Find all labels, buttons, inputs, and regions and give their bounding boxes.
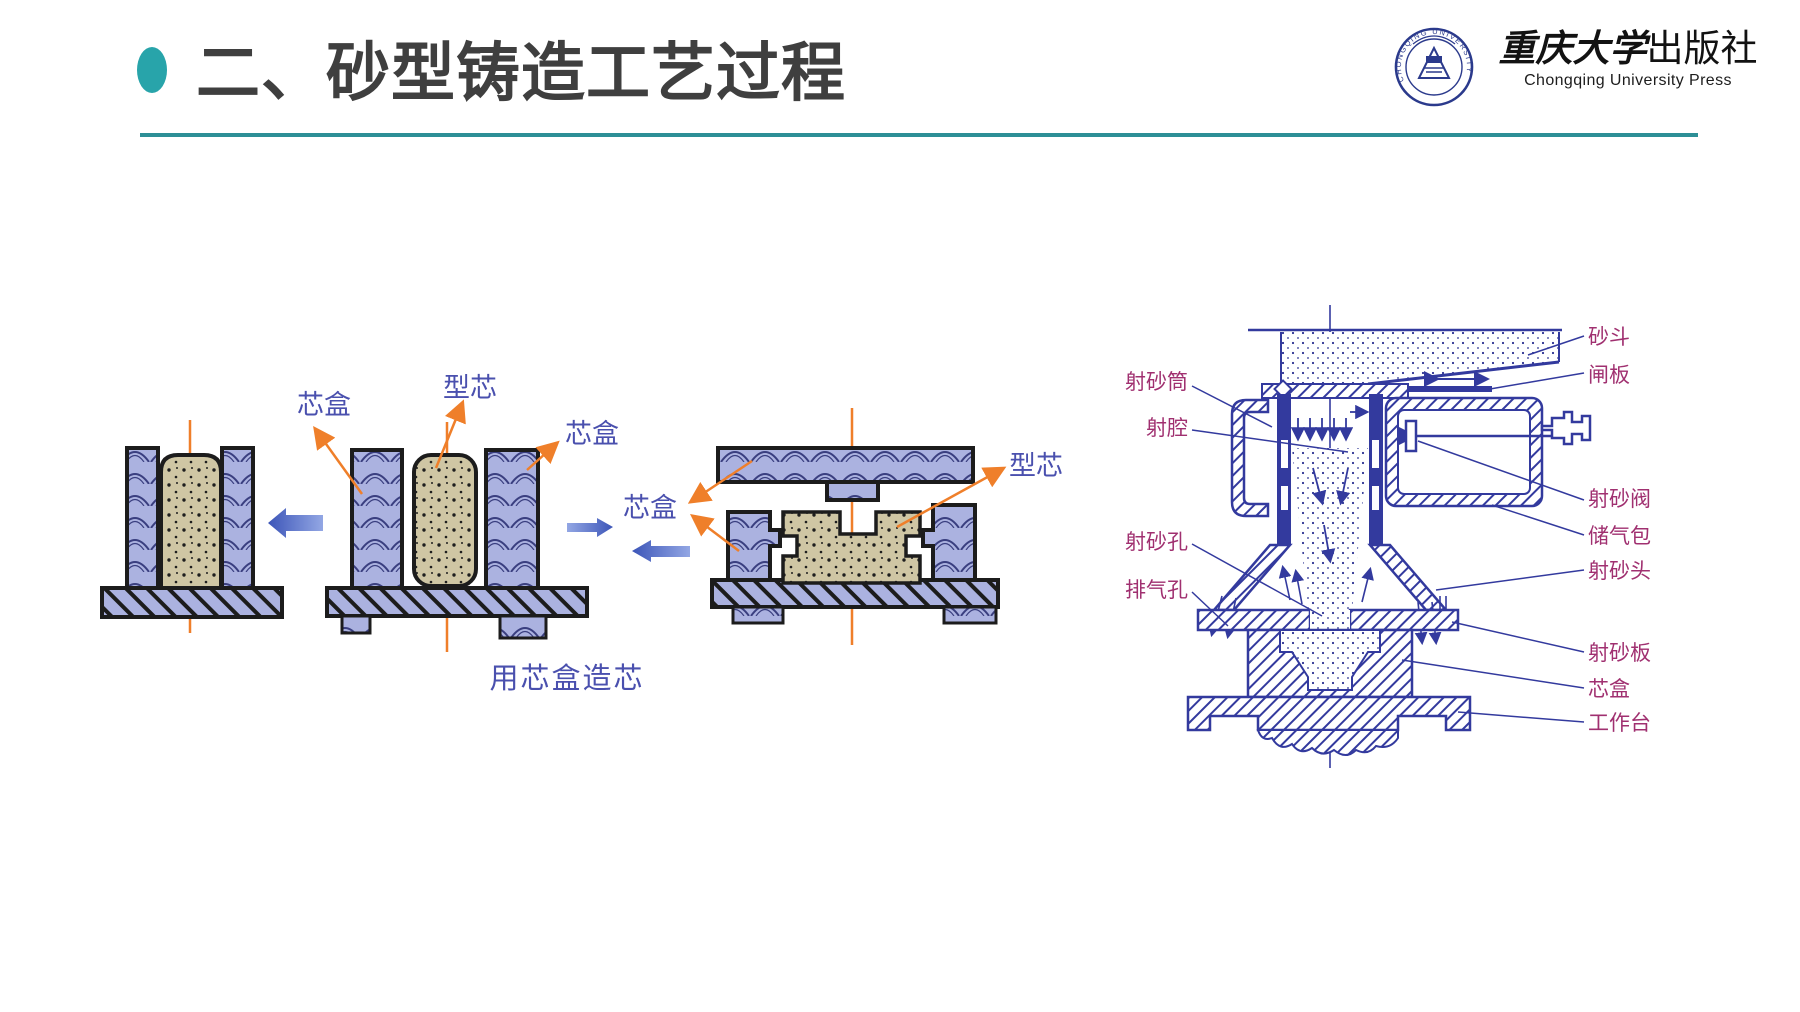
label-core-box-a: 芯盒 xyxy=(297,390,351,420)
leader-lines xyxy=(1191,335,1585,723)
label-shoot-plate: 射砂板 xyxy=(1588,642,1651,665)
publisher-logo-text: 重庆大学出版社 Chongqing University Press xyxy=(1478,28,1778,90)
label-work-table: 工作台 xyxy=(1588,712,1651,735)
diagram-caption: 用芯盒造芯 xyxy=(489,662,644,695)
label-shoot-holes: 射砂孔 xyxy=(1125,531,1188,554)
gate-plate xyxy=(1365,371,1492,392)
air-reservoir xyxy=(1384,396,1544,508)
assembly-open-core-box xyxy=(325,422,589,652)
label-air-reservoir: 储气包 xyxy=(1588,525,1651,548)
bullet-dot-icon xyxy=(137,47,167,93)
label-core-box-c: 芯盒 xyxy=(623,493,677,523)
label-gate-plate: 闸板 xyxy=(1588,364,1630,387)
publisher-name-rest: 出版社 xyxy=(1646,27,1758,70)
clamp-bracket xyxy=(1230,398,1270,518)
sand-hopper xyxy=(1280,332,1560,386)
label-core-box-machine: 芯盒 xyxy=(1588,678,1630,701)
label-shoot-chamber: 射腔 xyxy=(1146,417,1188,440)
svg-text:CHONGQING UNIVERSITY: CHONGQING UNIVERSITY xyxy=(1394,27,1474,83)
seal-ring-text: CHONGQING UNIVERSITY xyxy=(1394,27,1473,83)
publisher-name-en: Chongqing University Press xyxy=(1524,71,1732,89)
core-shooting-machine-diagram: 射砂筒 射腔 射砂孔 排气孔 砂斗 闸板 射砂阀 储气包 射砂头 射砂板 芯盒 … xyxy=(1125,305,1651,768)
label-shoot-head: 射砂头 xyxy=(1588,560,1651,583)
process-arrow-right xyxy=(567,518,613,537)
label-shoot-cylinder: 射砂筒 xyxy=(1125,371,1188,394)
university-seal-icon: CHONGQING UNIVERSITY xyxy=(1394,27,1474,107)
publisher-name-cn: 重庆大学出版社 xyxy=(1478,28,1778,70)
title-divider xyxy=(140,133,1698,137)
work-table xyxy=(1186,695,1472,756)
core-making-diagram: 芯盒 型芯 芯盒 芯盒 型芯 用芯盒造芯 xyxy=(100,373,1063,695)
shoot-plate xyxy=(1196,608,1460,632)
core-box xyxy=(1246,628,1414,699)
label-shoot-valve: 射砂阀 xyxy=(1588,488,1651,511)
air-flow-arrows xyxy=(1290,404,1370,564)
label-vent-holes: 排气孔 xyxy=(1125,579,1188,602)
shoot-valve xyxy=(1397,410,1592,453)
shoot-cylinder xyxy=(1277,394,1383,545)
page-title: 二、砂型铸造工艺过程 xyxy=(196,37,846,109)
sand-stream xyxy=(1292,448,1368,610)
assembly-horizontal-core-box xyxy=(710,408,1000,645)
assembly-closed-core-box xyxy=(100,420,284,633)
label-sand-hopper: 砂斗 xyxy=(1588,326,1630,349)
publisher-name-calligraphy: 重庆大学 xyxy=(1498,26,1647,70)
label-core-box-b: 芯盒 xyxy=(565,419,619,449)
callout-arrows xyxy=(313,399,1007,552)
process-arrow-left-2 xyxy=(632,540,690,562)
label-core-a: 型芯 xyxy=(443,373,497,403)
label-core-c: 型芯 xyxy=(1009,451,1063,481)
process-arrow-left-1 xyxy=(268,508,323,538)
